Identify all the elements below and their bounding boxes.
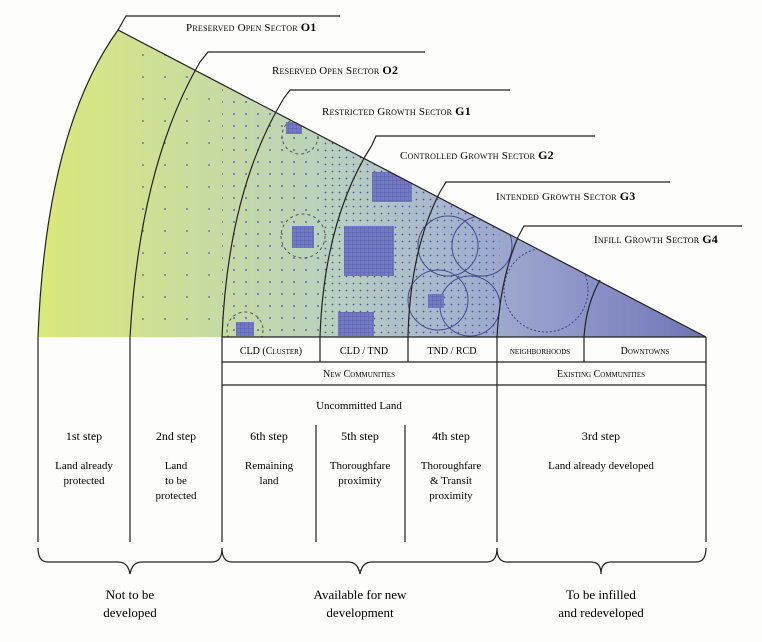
step-5-desc-line-1: Thoroughfare [330, 460, 391, 472]
circle-g1c [226, 311, 264, 337]
sector-label-g1: Restricted Growth Sector G1 [322, 104, 471, 118]
boundary-g1-g2 [319, 144, 373, 338]
leader-g1 [283, 89, 510, 99]
circle-g3c [407, 269, 469, 331]
step-4-desc-line-1: Thoroughfare [421, 460, 482, 472]
pattern-neighborhoods: neighborhoods [510, 346, 570, 357]
boundary-g4-end [583, 279, 601, 338]
outcomes: Not to be developed Available for new de… [103, 587, 644, 620]
outcome-3-line-1: To be infilled [566, 587, 636, 602]
pattern-tnd-rcd: TND / RCD [428, 346, 477, 357]
sector-label-o1: Preserved Open Sector O1 [186, 20, 316, 34]
braces [37, 547, 707, 575]
leader-g3 [439, 181, 670, 193]
outcome-2-line-2: development [326, 605, 394, 620]
leader-g4 [517, 225, 742, 238]
outcome-1-line-2: developed [103, 605, 157, 620]
sector-label-g3: Intended Growth Sector G3 [496, 189, 636, 203]
existing-communities-label: Existing Communities [557, 369, 645, 380]
dots-o2 [130, 30, 222, 337]
step-4-desc-line-2: & Transit [430, 475, 472, 487]
brace-available [221, 547, 498, 575]
step-1-desc-line-2: protected [64, 475, 105, 487]
step-3-desc-line-1: Land already developed [548, 460, 654, 472]
step-1-title: 1st step [66, 429, 102, 443]
sector-label-g2: Controlled Growth Sector G2 [400, 148, 554, 162]
block-g2c [338, 312, 374, 336]
step-6-desc-line-2: land [260, 475, 279, 487]
table-grid [37, 336, 707, 542]
boundary-o2-g1 [221, 97, 285, 338]
step-3-title: 3rd step [582, 429, 620, 443]
brace-infill [496, 547, 707, 575]
step-1-desc-line-1: Land already [55, 460, 113, 472]
uncommitted-land-label: Uncommitted Land [316, 400, 402, 412]
block-g1a [286, 122, 302, 134]
step-5-desc-line-2: proximity [338, 475, 382, 487]
block-g1c [236, 322, 254, 336]
steps: 1st step Land already protected 2nd step… [55, 429, 654, 502]
step-6-desc-line-1: Remaining [245, 460, 294, 472]
step-6-title: 6th step [250, 429, 288, 443]
new-communities-label: New Communities [323, 369, 395, 380]
boundary-g2-g3 [407, 191, 441, 338]
leader-g2 [371, 135, 595, 146]
pattern-downtowns: Downtowns [621, 346, 670, 357]
block-g2b [344, 226, 394, 276]
step-4-title: 4th step [432, 429, 470, 443]
pattern-cld-tnd: CLD / TND [340, 346, 388, 357]
circle-g1b [280, 213, 326, 259]
leader-o1 [117, 15, 340, 31]
outcome-1-line-1: Not to be [106, 587, 155, 602]
leader-o2 [199, 51, 425, 63]
pattern-row: CLD (Cluster) CLD / TND TND / RCD neighb… [240, 346, 670, 357]
fan-outline [37, 29, 707, 338]
step-2-title: 2nd step [156, 429, 196, 443]
brace-not-developed [37, 547, 223, 575]
circle-g3a [417, 215, 479, 277]
step-2-desc-line-1: Land [165, 460, 188, 472]
outcome-2-line-1: Available for new [314, 587, 407, 602]
block-g2a [372, 172, 412, 202]
outcome-3-line-2: and redeveloped [558, 605, 644, 620]
boundary-o1-o2 [129, 61, 201, 338]
step-2-desc-line-3: protected [156, 490, 197, 502]
sector-leaders [117, 15, 742, 238]
sector-label-o2: Reserved Open Sector O2 [272, 63, 398, 77]
step-5-title: 5th step [341, 429, 379, 443]
boundary-g3-g4 [496, 236, 519, 338]
pattern-cld-cluster: CLD (Cluster) [240, 346, 302, 357]
block-g3 [428, 294, 444, 308]
block-g1b [292, 226, 314, 248]
sector-label-g4: Infill Growth Sector G4 [594, 232, 718, 246]
sector-labels: Preserved Open Sector O1 Reserved Open S… [186, 20, 718, 246]
step-2-desc-line-2: to be [165, 475, 187, 487]
step-4-desc-line-3: proximity [429, 490, 473, 502]
